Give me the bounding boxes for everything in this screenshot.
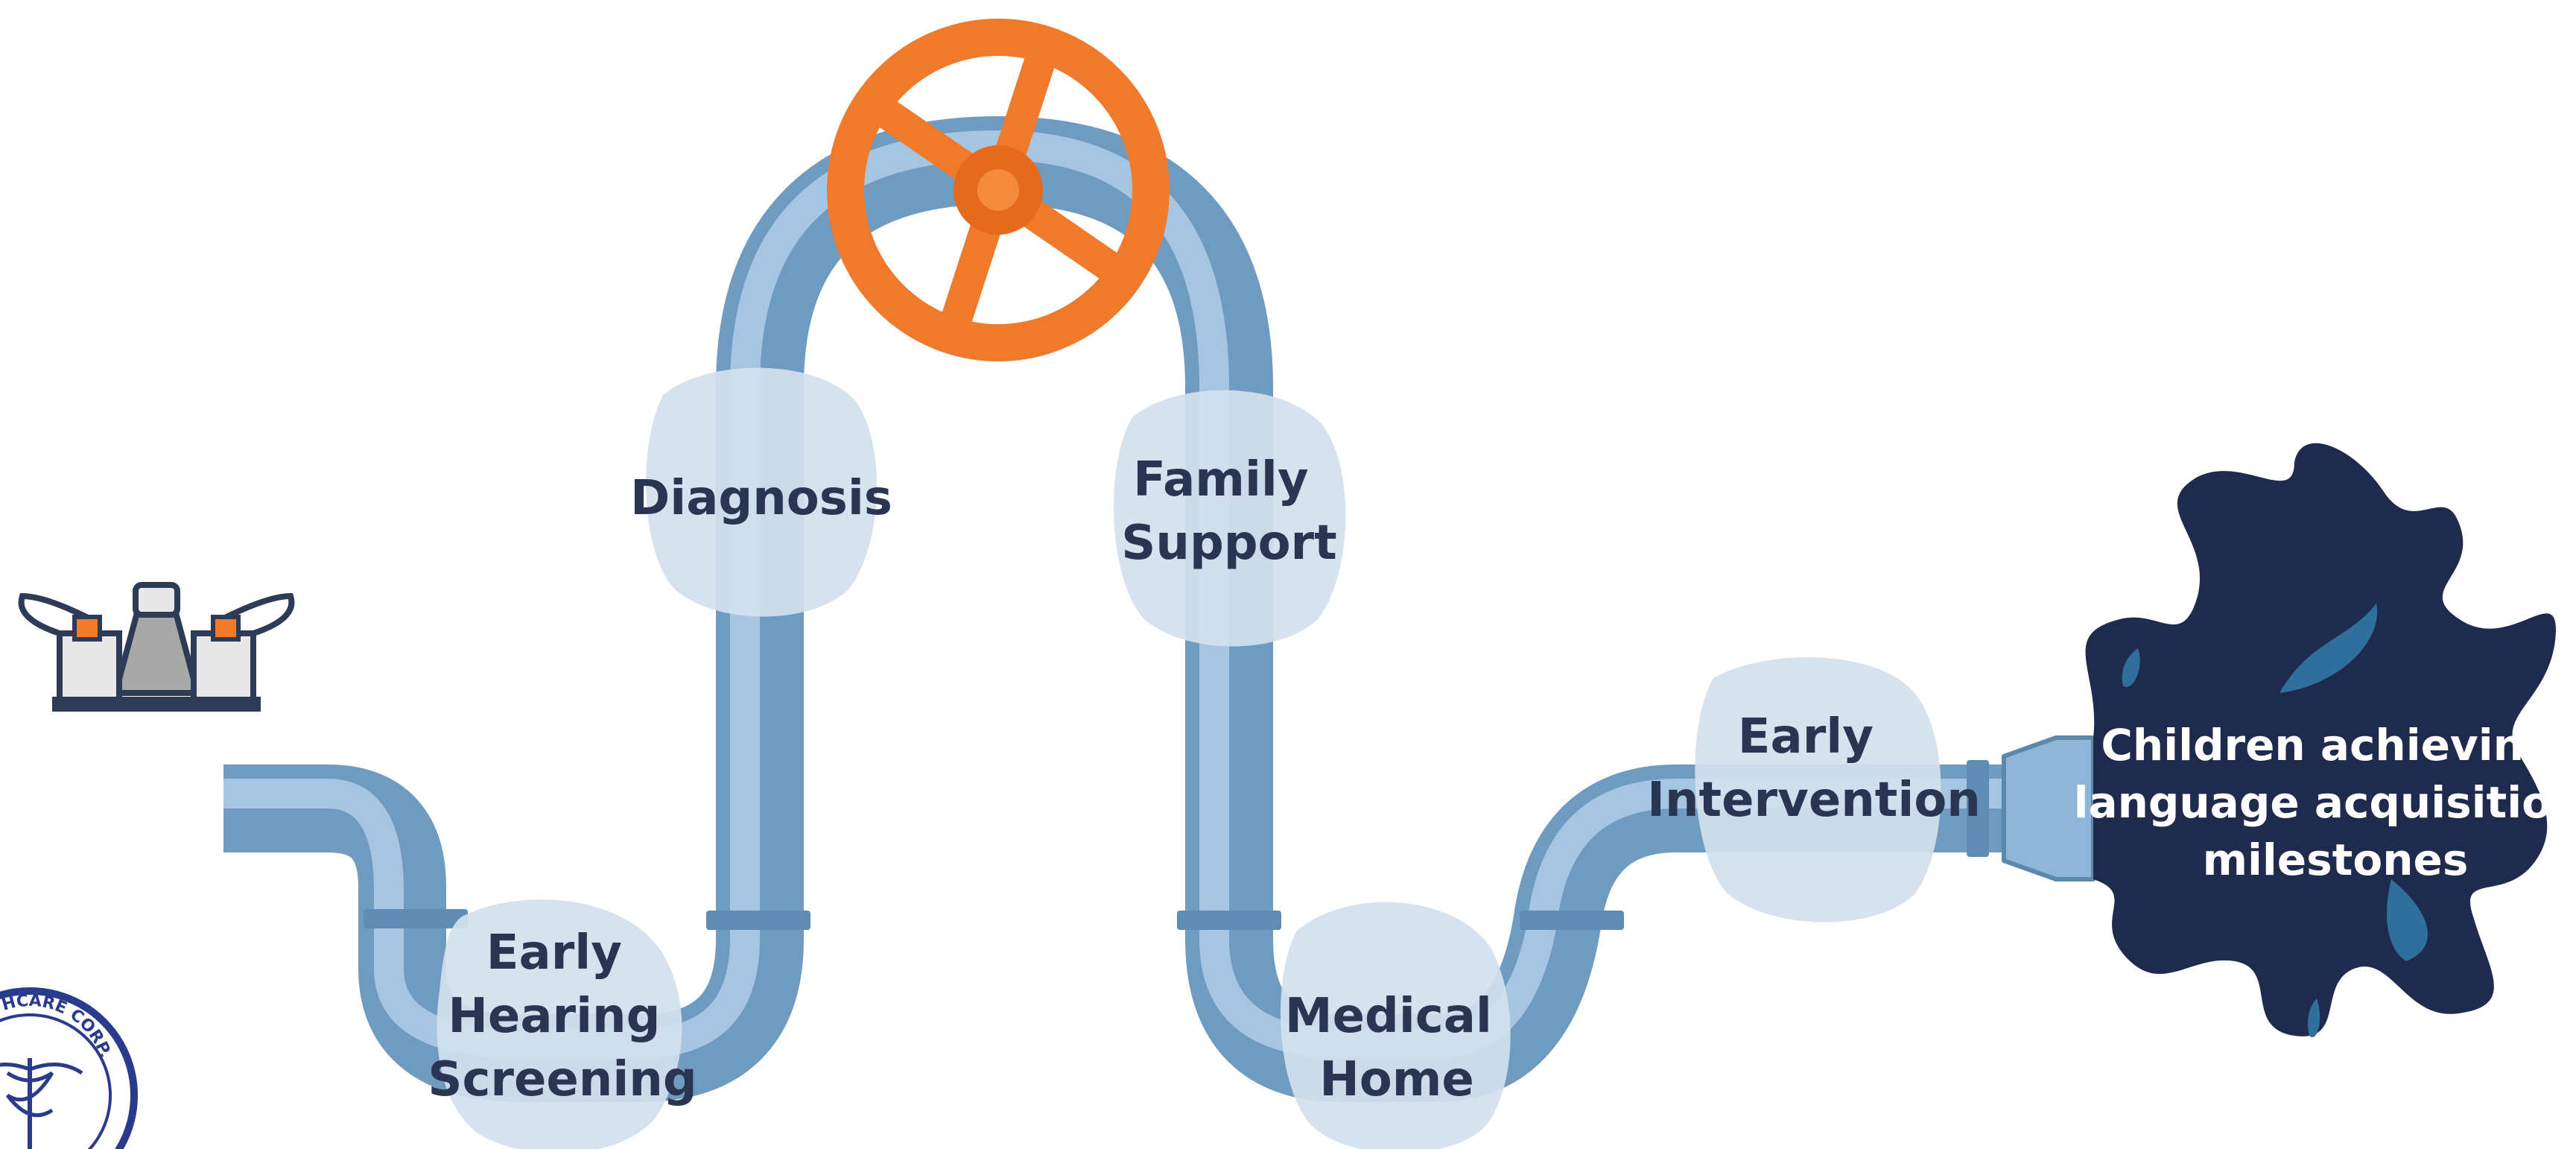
stage-label: Family: [1133, 452, 1308, 507]
bubble-shape: [646, 367, 878, 617]
stage-label: Screening: [428, 1052, 697, 1107]
stage-diagnosis: Diagnosis: [630, 367, 892, 617]
water-splash-icon: [2085, 443, 2556, 1037]
stage-label: Medical: [1285, 989, 1492, 1044]
faucet-icon: [18, 582, 295, 712]
stage-label: Diagnosis: [630, 471, 892, 526]
bubble-shape: [1113, 390, 1346, 647]
pipe-coupling: [706, 911, 810, 930]
valve-wheel-icon: [827, 19, 1170, 361]
svg-text:Children achieving langu: Children achieving language acquisition …: [2074, 720, 2576, 885]
stage-family-support: Family Support: [1113, 390, 1346, 647]
stage-label: Hearing: [448, 989, 660, 1044]
bubble-shape: [1280, 902, 1511, 1149]
pipe-coupling: [1967, 760, 1989, 857]
stage-label: Early: [486, 925, 622, 981]
pipe-coupling: [1177, 911, 1281, 930]
svg-text:Early Intervention: Early Intervention: [1647, 709, 1981, 828]
svg-text:Early Hearing Scre: Early Hearing Screening: [428, 925, 697, 1107]
stage-label: Home: [1319, 1052, 1474, 1107]
pipe-coupling: [1520, 911, 1624, 930]
stage-medical-home: Medical Home: [1280, 902, 1511, 1149]
bubble-shape: [1695, 657, 1941, 922]
pipe-coupling: [364, 909, 468, 928]
stage-screening: Early Hearing Screening: [428, 899, 697, 1149]
svg-text:Family Support: Family Support: [1121, 452, 1336, 571]
stage-intervention: Early Intervention: [1647, 657, 1981, 922]
outcome-line: Children achieving: [2101, 720, 2554, 770]
healthcare-seal-icon: H HEALTHCARE CORP.: [0, 987, 138, 1149]
outcome-line: milestones: [2203, 835, 2469, 885]
svg-text:Medical Home: Medical Home: [1285, 989, 1509, 1107]
stage-label: Intervention: [1647, 773, 1981, 828]
stage-label: Early: [1738, 709, 1874, 765]
outcome-label: Children achieving language acquisition …: [2074, 720, 2576, 885]
stage-label: Support: [1121, 516, 1336, 571]
outcome-line: language acquisition: [2074, 777, 2576, 828]
svg-text:Diagnosis: Diagnosis: [630, 471, 892, 526]
bubble-shape: [437, 899, 682, 1149]
